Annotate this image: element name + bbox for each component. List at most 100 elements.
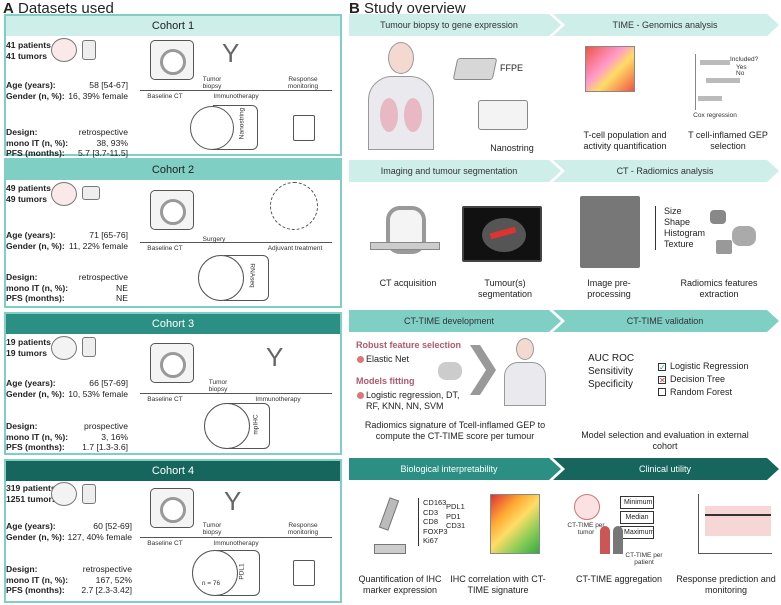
km-plot-icon xyxy=(698,494,772,554)
cohort-1-design: Design:mono IT (n, %):PFS (months): xyxy=(6,127,69,158)
checkbox-checked-icon: ✓ xyxy=(658,363,666,372)
p2-head: TIME - Genomics analysis xyxy=(612,20,718,30)
timeline xyxy=(140,393,332,394)
device-icon xyxy=(82,484,96,504)
patient-figure-small xyxy=(502,338,548,406)
panel-a-title: A Datasets used xyxy=(3,0,114,17)
p5-head: CT-TIME development xyxy=(403,316,495,326)
p3-head: Imaging and tumour segmentation xyxy=(380,166,518,176)
correlation-heatmap-icon xyxy=(490,494,540,554)
biopsy-circle xyxy=(190,106,234,150)
cohort-3-design: Design:mono IT (n, %):PFS (months): xyxy=(6,421,69,452)
metric-auc: AUC ROC xyxy=(588,353,635,364)
p8-t1: CT-TIME aggregation xyxy=(575,574,663,584)
row4-headers xyxy=(349,458,779,480)
cohort-4: Cohort 4 xyxy=(4,459,342,603)
p6-bottom: Model selection and evaluation in extern… xyxy=(581,430,749,451)
p3-t1: CT acquisition xyxy=(379,278,437,288)
marker: FOXP3 xyxy=(423,526,448,536)
model-lr: ✓Logistic Regression xyxy=(658,361,749,372)
marker: PDL1 xyxy=(446,502,465,511)
p8-t2: Response prediction and monitoring xyxy=(676,574,776,595)
cohort-4-n: n = 76 xyxy=(201,580,221,587)
cohort-1-stats: Age (years):Gender (n, %): xyxy=(6,80,65,101)
p7-head: Biological interpretability xyxy=(400,464,498,474)
antibody-icon: Y xyxy=(224,486,242,516)
network-icon xyxy=(438,362,462,380)
shapes-icon xyxy=(710,200,766,260)
cohort-3-step-1: Baseline CT xyxy=(147,396,183,403)
forest-plot-icon xyxy=(695,54,743,110)
cohort-4-title: Cohort 4 xyxy=(6,461,340,481)
p4-t1: Image pre-processing xyxy=(587,278,631,299)
cohort-1: Cohort 1 xyxy=(4,14,342,156)
cohort-1-step-3: Immunotherapy xyxy=(213,93,259,100)
checkbox-empty-icon xyxy=(658,388,666,396)
row1-headers xyxy=(349,14,779,36)
markers-b: PDL1 PD1 CD31 xyxy=(446,502,465,531)
device-icon xyxy=(82,337,96,357)
cohort-2-title: Cohort 2 xyxy=(6,160,340,180)
cohort-3-stats-values: 66 [57-69]10, 53% female xyxy=(68,378,128,399)
p7-t1: Quantification of IHC marker expression xyxy=(358,574,442,595)
feature-size: Size xyxy=(664,206,682,216)
checkbox-cross-icon: ✕ xyxy=(658,376,666,385)
cohort-3-step-3: Immunotherapy xyxy=(255,396,301,403)
metric-sens: Sensitivity xyxy=(588,366,634,377)
model-rf: Random Forest xyxy=(658,386,749,399)
antibody-icon: Y xyxy=(266,342,284,372)
nanostring-machine-icon xyxy=(478,100,528,130)
p8-patient: CT-TIME per patient xyxy=(625,552,663,566)
cohort-1-step-1: Baseline CT xyxy=(147,93,183,100)
marker: PD1 xyxy=(446,511,461,521)
p2-cox: Cox regression xyxy=(693,112,737,119)
ct-scanner-icon xyxy=(150,40,194,80)
p2-inclu: Included? xyxy=(730,56,759,63)
cohort-1-stats-values: 58 [54-67]16, 39% female xyxy=(68,80,128,101)
lung-icon xyxy=(51,38,77,62)
p4-head: CT - Radiomics analysis xyxy=(616,166,714,176)
p5-mf: Models fitting xyxy=(356,376,415,386)
cohort-2: Cohort 2 xyxy=(4,158,342,308)
p3-t2: Tumour(s) segmentation xyxy=(477,278,533,299)
cohort-1-title: Cohort 1 xyxy=(6,16,340,36)
p2-no: No xyxy=(736,70,745,77)
cohort-2-tech: RNAseq xyxy=(248,263,256,288)
p1-head: Tumour biopsy to gene expression xyxy=(380,20,518,30)
cohort-4-stats: Age (years):Gender (n, %): xyxy=(6,521,65,542)
people-icon xyxy=(600,526,624,556)
p6-head: CT-TIME validation xyxy=(626,316,704,326)
timeline xyxy=(140,90,332,91)
p1-ffpe: FFPE xyxy=(500,63,524,73)
p5-enet: Elastic Net xyxy=(366,354,410,364)
ffpe-block-icon xyxy=(452,58,498,80)
cohort-3-step-2: Tumor biopsy xyxy=(208,379,228,393)
cohort-2-step-1: Baseline CT xyxy=(147,245,183,252)
cohort-1-step-2: Tumor biopsy xyxy=(202,76,222,90)
petri-icon xyxy=(51,482,77,506)
p7-t2: IHC correlation with CT-TIME signature xyxy=(450,574,546,595)
agg-min: Minimum xyxy=(620,496,654,509)
marker: CD163 xyxy=(423,498,447,507)
ct-image-icon xyxy=(580,196,640,268)
feature-histogram: Histogram xyxy=(664,228,706,238)
p1-nanostring: Nanostring xyxy=(490,143,534,153)
metric-spec: Specificity xyxy=(588,379,634,390)
cohort-4-step-2: Tumor biopsy xyxy=(202,522,222,536)
feature-shape: Shape xyxy=(664,217,691,227)
row3-headers xyxy=(349,310,779,332)
timeline xyxy=(140,537,332,538)
p8-head: Clinical utility xyxy=(638,464,691,474)
cohort-3-stats: Age (years):Gender (n, %): xyxy=(6,378,65,399)
biopsy-circle xyxy=(192,550,238,596)
heatmap-icon xyxy=(585,46,635,92)
p5-bottom: Radiomics signature of Tcell-inflamed GE… xyxy=(364,420,546,441)
agg-max: Maximum xyxy=(620,526,654,539)
features-list: Size Shape Histogram Texture xyxy=(655,206,705,250)
